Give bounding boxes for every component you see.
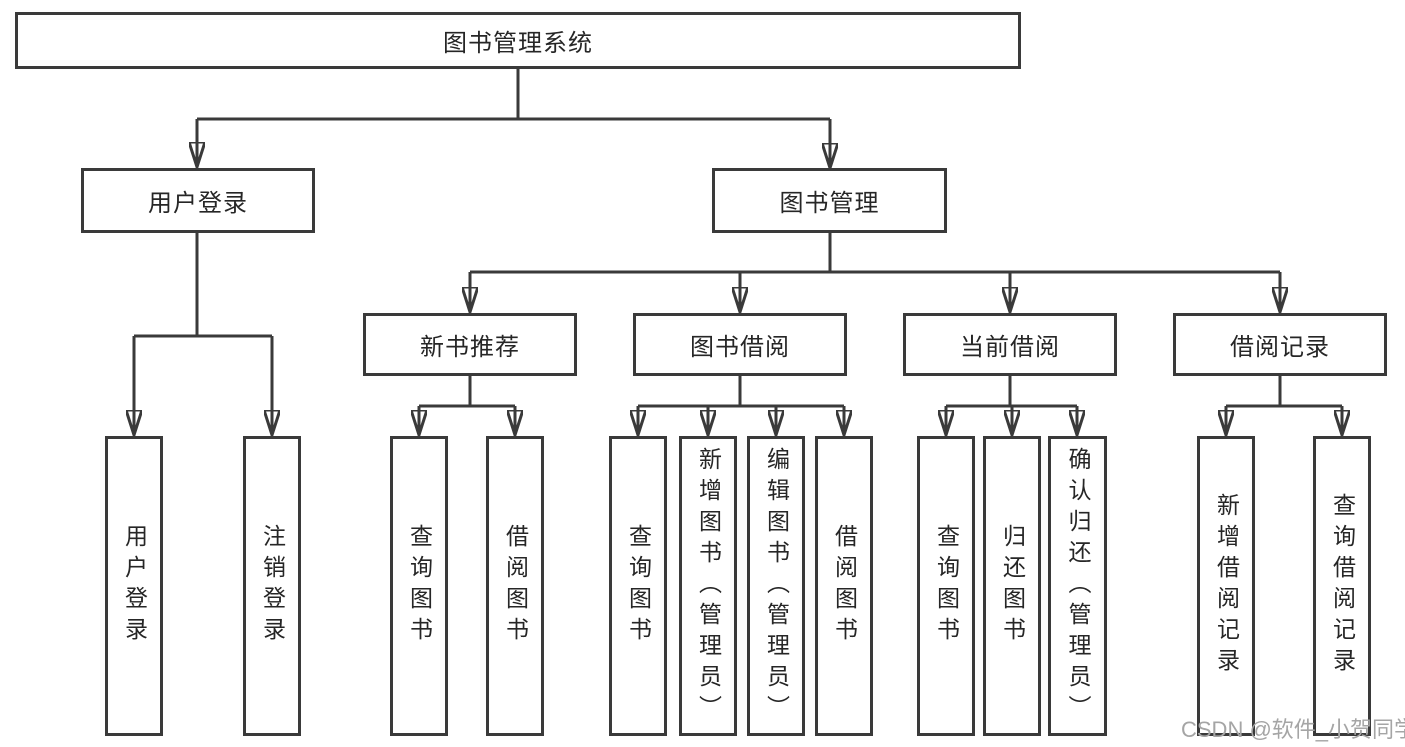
node-leaf-current-confirm-return-admin: 确认归还（管理员） (1048, 436, 1107, 736)
node-label: 借阅图书 (831, 524, 858, 648)
node-current-borrow: 当前借阅 (903, 313, 1117, 376)
node-label: 借阅图书 (502, 524, 529, 648)
node-label: 用户登录 (121, 524, 148, 648)
node-leaf-borrow-borrow-books: 借阅图书 (815, 436, 873, 736)
node-leaf-current-return-books: 归还图书 (983, 436, 1041, 736)
node-label: 查询图书 (933, 524, 960, 648)
node-label: 注销登录 (259, 524, 286, 648)
node-leaf-newrec-query-books: 查询图书 (390, 436, 448, 736)
node-leaf-records-add-record: 新增借阅记录 (1197, 436, 1255, 736)
node-root-system: 图书管理系统 (15, 12, 1021, 69)
node-leaf-borrow-edit-books-admin: 编辑图书（管理员） (747, 436, 805, 736)
node-label: 借阅记录 (1230, 334, 1330, 361)
node-label: 图书管理系统 (443, 30, 593, 57)
node-leaf-borrow-add-books-admin: 新增图书（管理员） (679, 436, 737, 736)
node-label: 当前借阅 (960, 334, 1060, 361)
node-leaf-records-query-record: 查询借阅记录 (1313, 436, 1371, 736)
node-leaf-borrow-query-books: 查询图书 (609, 436, 667, 736)
node-label: 确认归还（管理员） (1065, 446, 1091, 726)
node-label: 新增借阅记录 (1213, 493, 1240, 679)
node-label: 新书推荐 (420, 334, 520, 361)
node-label: 用户登录 (148, 190, 248, 217)
node-leaf-current-query-books: 查询图书 (917, 436, 975, 736)
node-label: 查询图书 (625, 524, 652, 648)
node-new-book-recommend: 新书推荐 (363, 313, 577, 376)
node-label: 编辑图书（管理员） (763, 446, 790, 726)
node-label: 查询借阅记录 (1329, 493, 1356, 679)
node-label: 归还图书 (999, 524, 1026, 648)
node-label: 查询图书 (406, 524, 433, 648)
node-label: 图书借阅 (690, 334, 790, 361)
node-book-borrow: 图书借阅 (633, 313, 847, 376)
node-borrow-records: 借阅记录 (1173, 313, 1387, 376)
node-book-management: 图书管理 (712, 168, 947, 233)
node-label: 新增图书（管理员） (695, 446, 722, 726)
node-leaf-user-login: 用户登录 (105, 436, 163, 736)
node-user-login-branch: 用户登录 (81, 168, 315, 233)
node-label: 图书管理 (779, 190, 880, 217)
node-leaf-newrec-borrow-books: 借阅图书 (486, 436, 544, 736)
node-leaf-logout: 注销登录 (243, 436, 301, 736)
